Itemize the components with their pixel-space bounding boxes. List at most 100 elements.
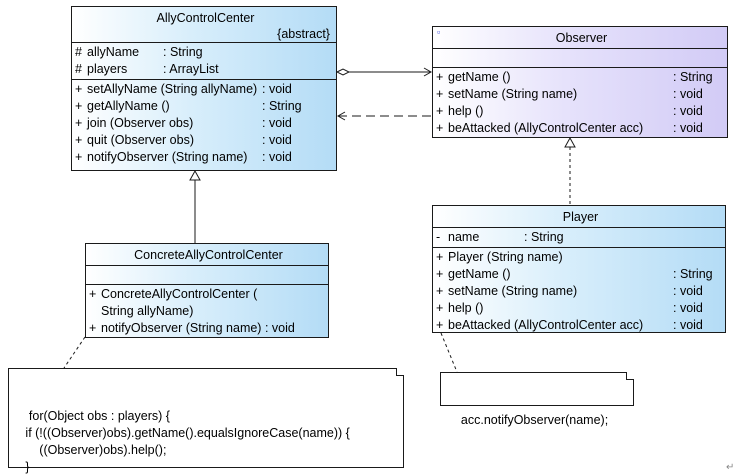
method-return-type: : void <box>673 301 703 315</box>
method-row: + getAllyName () : String <box>75 98 336 115</box>
visibility: + <box>75 116 83 130</box>
class-ally-control-center[interactable]: AllyControlCenter{abstract}#allyName: St… <box>71 6 337 171</box>
method-return-type: : void <box>673 104 703 118</box>
method-signature: notifyObserver (String name) <box>87 150 248 164</box>
attribute-type: : String <box>524 230 564 244</box>
method-signature: ConcreteAllyControlCenter ( <box>101 287 258 301</box>
method-return-type: : void <box>262 133 292 147</box>
attribute-row: #allyName: String <box>75 44 336 61</box>
methods-compartment: +setAllyName (String allyName): void+get… <box>72 79 336 167</box>
attribute-name: players <box>87 62 128 76</box>
method-signature: help () <box>448 301 484 315</box>
note-fold-corner <box>396 368 404 376</box>
method-row: + Player (String name) <box>436 249 725 266</box>
note-notify-observer-impl[interactable]: for(Object obs : players) { if (!((Obser… <box>8 368 404 474</box>
visibility: + <box>436 87 444 101</box>
method-return-type: : void <box>673 121 703 135</box>
attributes-compartment: -name : String <box>433 227 725 247</box>
methods-compartment: + Player (String name) + getName () : String… <box>433 247 725 335</box>
method-signature: String allyName) <box>101 304 194 318</box>
visibility: + <box>89 287 97 301</box>
note-anchor-player <box>440 332 458 373</box>
attribute-name: name <box>448 230 480 244</box>
method-signature: join (Observer obs) <box>87 116 194 130</box>
method-row: + notifyObserver (String name) : void <box>89 320 328 337</box>
method-return-type: : void <box>262 116 292 130</box>
visibility: + <box>436 318 444 332</box>
method-return-type: : String <box>673 267 713 281</box>
visibility: + <box>89 321 97 335</box>
method-row: +beAttacked (AllyControlCenter acc): voi… <box>436 120 727 137</box>
visibility: + <box>75 133 83 147</box>
dependency-observer-ally <box>336 111 431 121</box>
attributes-compartment: #allyName: String# players : ArrayList <box>72 42 336 79</box>
class-name: Observer <box>555 31 608 45</box>
class-header: ConcreteAllyControlCenter <box>86 244 328 265</box>
method-signature: setName (String name) <box>448 284 578 298</box>
methods-compartment: + getName () : String +setName (String name… <box>433 67 727 138</box>
methods-compartment: + ConcreteAllyControlCenter ( String allyN… <box>86 284 328 338</box>
method-row: + quit (Observer obs) : void <box>75 132 336 149</box>
visibility: + <box>436 267 444 281</box>
class-header: Observer ▫ <box>433 27 727 48</box>
note-fold-corner <box>626 372 634 380</box>
method-signature: getName () <box>448 267 511 281</box>
method-row: +setName (String name): void <box>436 86 727 103</box>
return-mark-icon: ↵ <box>726 462 734 473</box>
method-signature: notifyObserver (String name) : void <box>101 321 295 335</box>
visibility: + <box>436 250 444 264</box>
attribute-row: -name : String <box>436 229 725 246</box>
method-return-type: : String <box>673 70 713 84</box>
aggregation-ally-observer <box>335 67 433 77</box>
method-row: +help (): void <box>436 103 727 120</box>
interface-icon: ▫ <box>437 27 441 37</box>
method-row: + beAttacked (AllyControlCenter acc) : voi… <box>436 317 725 334</box>
class-header: Player <box>433 206 725 227</box>
method-return-type: : void <box>673 318 703 332</box>
interface-observer[interactable]: Observer ▫ + getName () : String +setName (St… <box>432 26 728 138</box>
method-return-type: : String <box>262 99 302 113</box>
class-header: AllyControlCenter {abstract} <box>72 7 336 42</box>
attributes-compartment <box>433 48 727 67</box>
attributes-compartment <box>86 265 328 284</box>
method-return-type: : void <box>673 87 703 101</box>
visibility: # <box>75 62 82 76</box>
method-signature: quit (Observer obs) <box>87 133 194 147</box>
visibility: - <box>436 230 441 244</box>
class-name: ConcreteAllyControlCenter <box>134 248 283 262</box>
class-concrete-ally-control-center[interactable]: ConcreteAllyControlCenter + ConcreteAllyCo… <box>85 243 329 338</box>
method-signature: help () <box>448 104 484 118</box>
method-signature: Player (String name) <box>448 250 563 264</box>
note-anchor-concrete <box>63 336 86 369</box>
method-row: String allyName) <box>89 303 328 320</box>
note-be-attacked-impl[interactable]: acc.notifyObserver(name); <box>440 372 634 427</box>
realization-player-observer <box>564 136 576 205</box>
class-name: Player <box>562 210 599 224</box>
method-return-type: : void <box>262 82 292 96</box>
method-row: + setName (String name) : void <box>436 283 725 300</box>
attribute-type: : ArrayList <box>163 62 219 76</box>
class-stereotype: {abstract} <box>277 27 330 41</box>
method-row: +setAllyName (String allyName): void <box>75 81 336 98</box>
visibility: + <box>436 284 444 298</box>
method-row: + getName () : String <box>436 266 725 283</box>
method-signature: getAllyName () <box>87 99 170 113</box>
method-row: + notifyObserver (String name) : void <box>75 149 336 166</box>
visibility: + <box>75 99 83 113</box>
attribute-type: : String <box>163 45 203 59</box>
method-return-type: : void <box>262 150 292 164</box>
visibility: + <box>75 82 83 96</box>
method-return-type: : void <box>673 284 703 298</box>
visibility: + <box>75 150 83 164</box>
visibility: + <box>436 121 444 135</box>
class-name: AllyControlCenter <box>156 11 255 25</box>
method-signature: getName () <box>448 70 511 84</box>
method-row: + ConcreteAllyControlCenter ( <box>89 286 328 303</box>
note-text: acc.notifyObserver(name); <box>460 413 609 427</box>
method-signature: beAttacked (AllyControlCenter acc) <box>448 318 644 332</box>
generalization-concrete-ally <box>189 169 201 243</box>
class-player[interactable]: Player -name : String + Player (String name)… <box>432 205 726 333</box>
visibility: + <box>436 70 444 84</box>
